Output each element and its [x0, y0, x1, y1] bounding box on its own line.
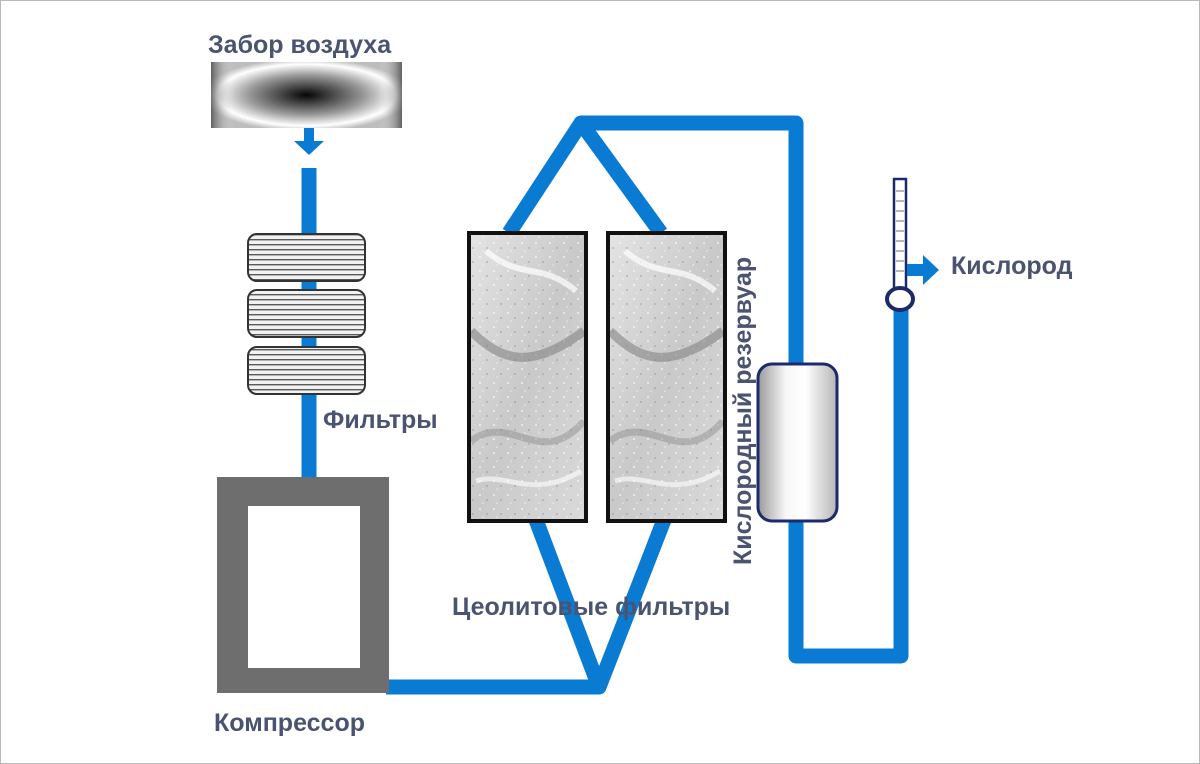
pipe-zeolite-bottom: [528, 517, 671, 695]
filter-1: [247, 233, 366, 282]
oxygen-label: Кислород: [951, 252, 1073, 280]
zeolite-filters-label: Цеолитовые фильтры: [452, 593, 730, 621]
zeolite-filter-left: [467, 231, 588, 523]
oxygen-tank: [756, 362, 839, 523]
compressor-label: Компрессор: [214, 709, 365, 737]
pipe-zeolite-top: [502, 115, 668, 238]
compressor: [217, 477, 389, 693]
filters-label: Фильтры: [323, 406, 438, 434]
pipe-to-tank: [581, 115, 804, 365]
zeolite-filter-right: [606, 231, 727, 523]
pipe-network: [301, 115, 909, 695]
air-intake-label: Забор воздуха: [208, 31, 392, 59]
air-intake: [211, 62, 402, 128]
filter-stack: [247, 233, 366, 395]
oxygen-tank-label: Кислородный резервуар: [729, 257, 757, 565]
oxygen-outlet-arrow-icon: [907, 255, 939, 285]
intake-arrow-icon: [294, 127, 324, 155]
filter-2: [247, 289, 366, 338]
pipe-tank-to-outlet: [788, 301, 909, 664]
flow-meter-icon: [885, 177, 915, 312]
filter-3: [247, 346, 366, 395]
